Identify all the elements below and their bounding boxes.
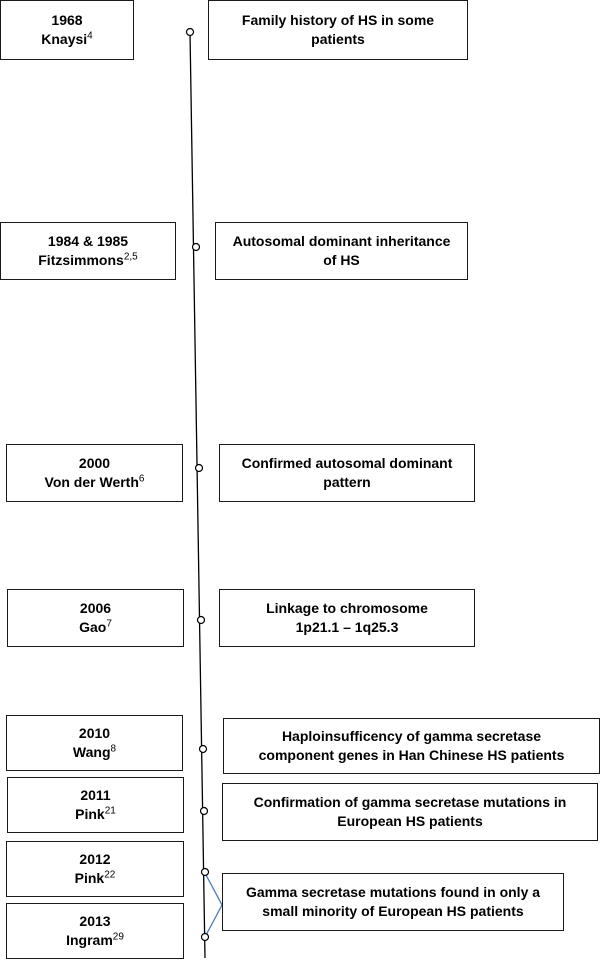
description-line: Family history of HS in some [241, 12, 435, 28]
event-author-line: Fitzsimmons2,5 [38, 251, 137, 270]
year-author-box: 2012 Pink22 [6, 841, 184, 897]
description-line: Confirmed autosomal dominant [241, 455, 453, 471]
year-author-box: 2000 Von der Werth6 [6, 444, 183, 502]
event-author: Gao [79, 619, 107, 635]
year-author-box: 2011 Pink21 [7, 777, 184, 833]
event-year: 1984 & 1985 [47, 233, 129, 249]
event-description-box: Linkage to chromosome 1p21.1 – 1q25.3 [219, 589, 475, 647]
citation-ref: 22 [104, 869, 116, 881]
year-author-box: 2010 Wang8 [6, 715, 183, 771]
timeline-node-1968 [185, 27, 195, 37]
event-author-line: Wang8 [73, 743, 116, 762]
event-author-line: Ingram29 [66, 931, 124, 950]
timeline-node-2013 [200, 932, 210, 942]
event-year: 2006 [79, 600, 112, 616]
event-description-box: Family history of HS in some patients [208, 0, 468, 60]
citation-ref: 7 [106, 618, 112, 630]
timeline-node-2000 [194, 463, 204, 473]
description-line: Linkage to chromosome [266, 600, 428, 616]
event-author: Von der Werth [44, 474, 139, 490]
event-description-box: Autosomal dominant inheritance of HS [215, 222, 468, 280]
timeline-node-1984 [191, 242, 201, 252]
event-author: Ingram [66, 932, 113, 948]
event-author-line: Pink22 [75, 869, 116, 888]
citation-ref: 4 [87, 30, 93, 42]
timeline-node-2012 [200, 867, 210, 877]
event-author: Pink [74, 870, 105, 886]
event-year: 2012 [79, 851, 111, 867]
timeline-node-2006 [196, 615, 206, 625]
event-author: Pink [75, 806, 105, 822]
citation-ref: 2,5 [123, 251, 138, 263]
event-year: 2011 [80, 787, 111, 803]
event-author: Knaysi [41, 31, 88, 47]
shared-event-bracket [204, 872, 223, 938]
event-author: Fitzsimmons [38, 252, 124, 268]
timeline-node-2011 [199, 806, 209, 816]
description-line: of HS [323, 252, 360, 268]
event-description-box: Gamma secretase mutations found in only … [222, 873, 564, 931]
description-line: Autosomal dominant inheritance [232, 233, 451, 249]
year-author-box: 2006 Gao7 [7, 589, 184, 647]
citation-ref: 8 [110, 743, 117, 755]
event-year: 2010 [78, 725, 111, 741]
event-year: 2000 [78, 455, 111, 471]
description-line: component genes in Han Chinese HS patien… [258, 747, 565, 763]
event-author-line: Gao7 [79, 618, 112, 637]
event-description-box: Haploinsufficency of gamma secretase com… [223, 718, 600, 774]
year-author-box: 1968 Knaysi4 [0, 0, 134, 60]
year-author-box: 1984 & 1985 Fitzsimmons2,5 [0, 222, 176, 280]
description-line: pattern [323, 474, 371, 490]
timeline-axis [189, 31, 206, 959]
citation-ref: 21 [104, 805, 116, 817]
event-description-box: Confirmation of gamma secretase mutation… [222, 783, 598, 841]
event-year: 2013 [79, 913, 111, 929]
event-author-line: Von der Werth6 [45, 473, 145, 492]
description-line: European HS patients [337, 813, 483, 829]
event-author: Wang [72, 744, 111, 760]
description-line: small minority of European HS patients [262, 903, 524, 919]
description-line: patients [311, 31, 365, 47]
event-year: 1968 [51, 12, 83, 28]
event-description-box: Confirmed autosomal dominant pattern [219, 444, 475, 502]
event-author-line: Pink21 [75, 805, 116, 824]
citation-ref: 6 [138, 473, 145, 485]
description-line: 1p21.1 – 1q25.3 [295, 619, 399, 635]
citation-ref: 29 [112, 931, 124, 943]
year-author-box: 2013 Ingram29 [6, 903, 184, 959]
description-line: Gamma secretase mutations found in only … [245, 884, 541, 900]
description-line: Haploinsufficency of gamma secretase [281, 728, 542, 744]
event-author-line: Knaysi4 [41, 30, 92, 49]
timeline-node-2010 [198, 744, 208, 754]
description-line: Confirmation of gamma secretase mutation… [253, 794, 567, 810]
